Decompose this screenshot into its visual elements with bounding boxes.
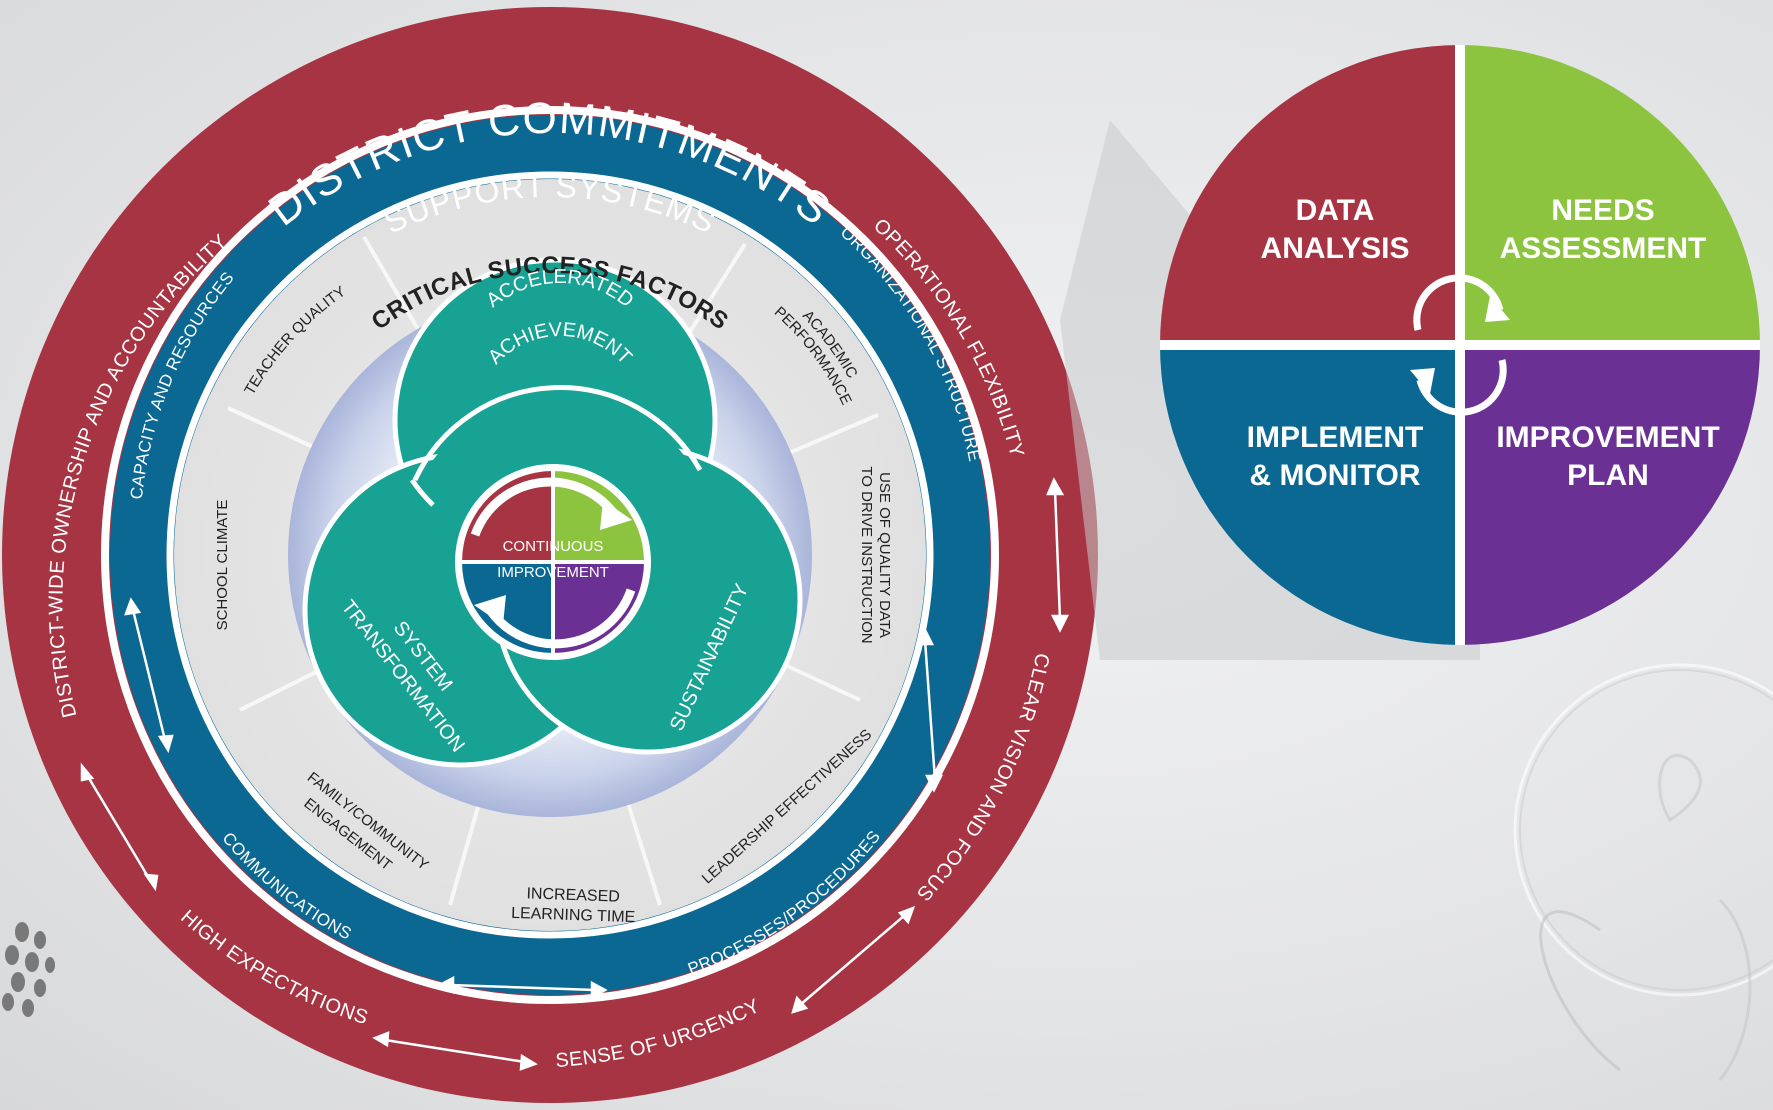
support-ring-arrows (124, 597, 944, 1000)
svg-text:INCREASED: INCREASED (526, 885, 620, 905)
svg-text:SCHOOL CLIMATE: SCHOOL CLIMATE (214, 500, 231, 631)
svg-text:TO DRIVE INSTRUCTION: TO DRIVE INSTRUCTION (858, 466, 875, 643)
data-analysis-quadrant (1160, 45, 1460, 345)
data-analysis-label-2: ANALYSIS (1261, 232, 1410, 265)
cycle-arrow-icon (470, 477, 619, 537)
svg-text:USE OF QUALITY DATA: USE OF QUALITY DATA (876, 472, 893, 638)
improvement-plan-label-2: PLAN (1567, 459, 1649, 492)
cycle-refresh-icon (1413, 274, 1504, 331)
core-circles (302, 257, 803, 768)
improvement-plan-label-1: IMPROVEMENT (1496, 421, 1719, 454)
implement-monitor-quadrant (1160, 345, 1460, 645)
factor-learning-time: INCREASED LEARNING TIME (511, 885, 636, 926)
improvement-label: IMPROVEMENT (497, 564, 609, 581)
partial-logo (2, 922, 55, 1017)
background-decoration (1513, 663, 1773, 1081)
factor-school-climate: SCHOOL CLIMATE (214, 500, 231, 631)
implement-monitor-label-2: & MONITOR (1249, 459, 1420, 492)
improvement-cycle: DATA ANALYSIS NEEDS ASSESSMENT IMPLEMENT… (1160, 45, 1760, 645)
needs-assessment-label-2: ASSESSMENT (1500, 232, 1707, 265)
implement-monitor-label-1: IMPLEMENT (1247, 421, 1424, 454)
outer-ring-arrows (80, 477, 1070, 1071)
main-wheel: DISTRICT COMMITMENTS DISTRICT-WIDE OWNER… (2, 7, 1098, 1103)
data-analysis-label-1: DATA (1296, 194, 1375, 227)
cycle-arrow-icon-2 (486, 588, 636, 649)
improvement-plan-quadrant (1460, 345, 1760, 645)
cycle-refresh-icon-2 (1416, 359, 1507, 416)
needs-assessment-label-1: NEEDS (1551, 194, 1654, 227)
continuous-improvement-disc (455, 464, 651, 660)
factor-quality-data: USE OF QUALITY DATA TO DRIVE INSTRUCTION (858, 466, 893, 643)
needs-assessment-quadrant (1460, 45, 1760, 345)
svg-text:LEARNING TIME: LEARNING TIME (511, 905, 636, 926)
continuous-label: CONTINUOUS (503, 538, 604, 555)
